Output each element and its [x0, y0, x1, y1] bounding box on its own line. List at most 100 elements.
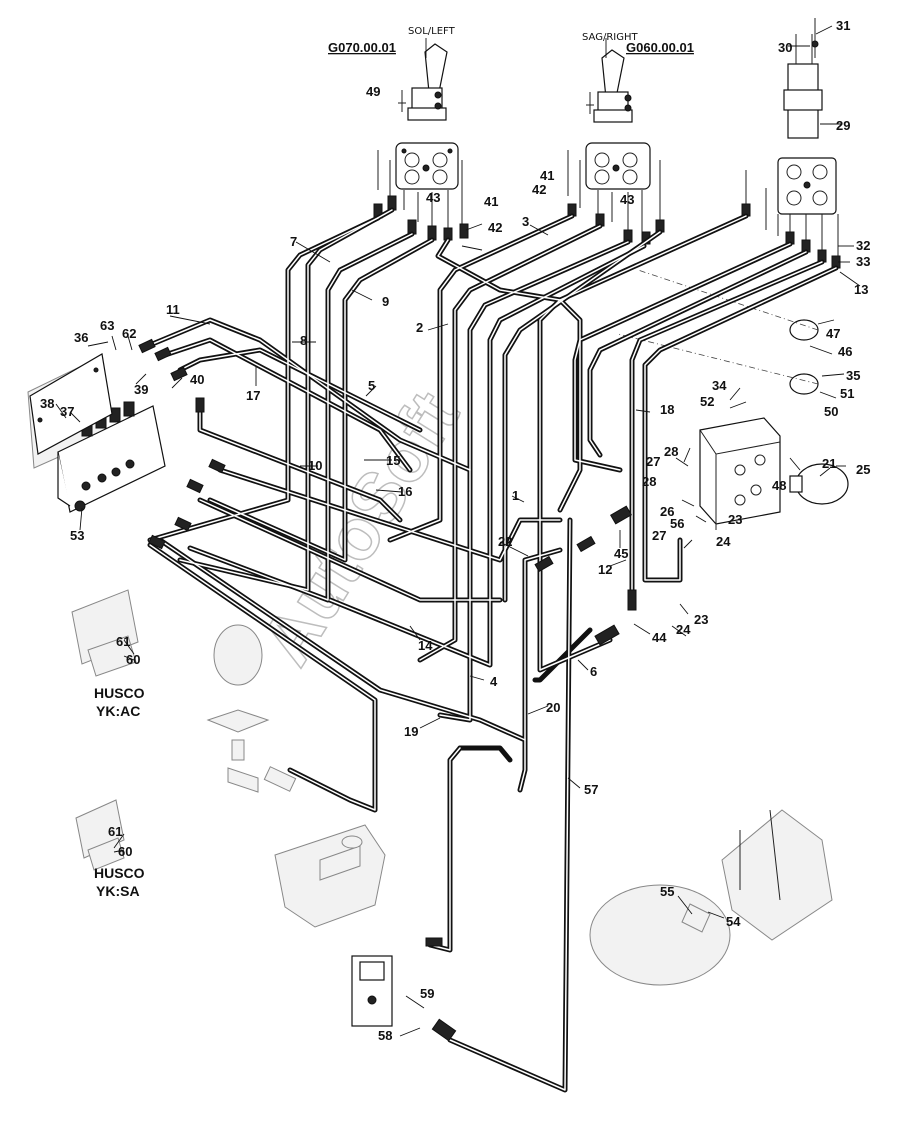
brake-valve-block [699, 417, 781, 530]
callout: 41 [484, 194, 498, 209]
accumulator-left [206, 624, 297, 793]
callout: 51 [840, 386, 854, 401]
callout: 23 [694, 612, 708, 627]
callout: 43 [426, 190, 440, 205]
callout: 8 [300, 333, 307, 348]
callout: 37 [60, 404, 74, 419]
hose-highlight [149, 209, 837, 1091]
callout: 39 [134, 382, 148, 397]
callout: 47 [826, 326, 840, 341]
callout: 13 [854, 282, 868, 297]
pressure-switches [617, 269, 819, 395]
callout: 27 [652, 528, 666, 543]
valve-variant-ac [71, 589, 139, 677]
callout: 45 [614, 546, 628, 561]
callout: 3 [522, 214, 529, 229]
callout: 59 [420, 986, 434, 1001]
callout: 23 [728, 512, 742, 527]
callout: 12 [598, 562, 612, 577]
callout: 42 [532, 182, 546, 197]
callout: 48 [772, 478, 786, 493]
callout: 42 [488, 220, 502, 235]
right-pilot-valve [585, 142, 651, 190]
callout: 1 [512, 488, 519, 503]
callout: 6 [590, 664, 597, 679]
callout: 22 [498, 534, 512, 549]
travel-pilot-valve [777, 157, 837, 215]
callout: 34 [712, 378, 727, 393]
callout: 54 [726, 914, 741, 929]
callout: 63 [100, 318, 114, 333]
callout: 58 [378, 1028, 392, 1043]
callout: 31 [836, 18, 850, 33]
callout: 36 [74, 330, 88, 345]
hose-fittings [138, 338, 637, 1042]
variant-ac-name: HUSCO [94, 685, 145, 701]
right-joystick [586, 49, 633, 123]
callout: 33 [856, 254, 870, 269]
callout: 16 [398, 484, 412, 499]
callout: 46 [838, 344, 852, 359]
callout: 7 [290, 234, 297, 249]
right-position-label: SAG/RIGHT [582, 32, 638, 43]
callout: 61 [108, 824, 122, 839]
callout: 17 [246, 388, 260, 403]
hydraulic-tank [274, 824, 386, 928]
leader-lines [55, 25, 861, 1037]
callout: 32 [856, 238, 870, 253]
left-pilot-valve [395, 142, 459, 190]
left-ref-code: G070.00.01 [328, 40, 396, 55]
callout: 60 [126, 652, 140, 667]
callout: 57 [584, 782, 598, 797]
accumulator-right [789, 463, 849, 505]
callout: 24 [716, 534, 731, 549]
callout: 19 [404, 724, 418, 739]
callout: 9 [382, 294, 389, 309]
callout: 52 [700, 394, 714, 409]
right-ref-code: G060.00.01 [626, 40, 694, 55]
callout: 50 [824, 404, 838, 419]
callout: 10 [308, 458, 322, 473]
left-position-label: SOL/LEFT [408, 26, 456, 37]
callout: 27 [646, 454, 660, 469]
callout: 55 [660, 884, 674, 899]
brake-valve-small [351, 955, 393, 1027]
callout: 60 [118, 844, 132, 859]
callout: 29 [836, 118, 850, 133]
callout: 41 [540, 168, 554, 183]
callout: 62 [122, 326, 136, 341]
callout: 49 [366, 84, 380, 99]
callout: 18 [660, 402, 674, 417]
callout: 21 [822, 456, 836, 471]
callout: 4 [490, 674, 498, 689]
callout: 5 [368, 378, 375, 393]
callout: 40 [190, 372, 204, 387]
variant-sa-name: HUSCO [94, 865, 145, 881]
callouts: 1 2 3 4 5 6 7 8 9 10 11 12 13 14 15 16 1… [40, 18, 870, 1043]
cab-outline [589, 809, 833, 986]
callout: 26 [660, 504, 674, 519]
callout: 30 [778, 40, 792, 55]
callout: 20 [546, 700, 560, 715]
callout: 43 [620, 192, 634, 207]
pedal-valve [783, 18, 823, 139]
callout: 24 [676, 622, 691, 637]
callout: 44 [652, 630, 667, 645]
callout: 56 [670, 516, 684, 531]
left-joystick [398, 43, 448, 121]
callout: 15 [386, 453, 400, 468]
callout: 61 [116, 634, 130, 649]
callout: 2 [416, 320, 423, 335]
callout: 14 [418, 638, 433, 653]
gasket-plate [29, 353, 113, 455]
callout: 28 [664, 444, 678, 459]
callout: 11 [166, 302, 180, 317]
variant-sa-code: YK:SA [96, 883, 140, 899]
callout: 35 [846, 368, 860, 383]
variant-ac-code: YK:AC [96, 703, 140, 719]
callout: 25 [856, 462, 870, 477]
callout: 53 [70, 528, 84, 543]
callout: 28 [642, 474, 656, 489]
callout: 38 [40, 396, 54, 411]
